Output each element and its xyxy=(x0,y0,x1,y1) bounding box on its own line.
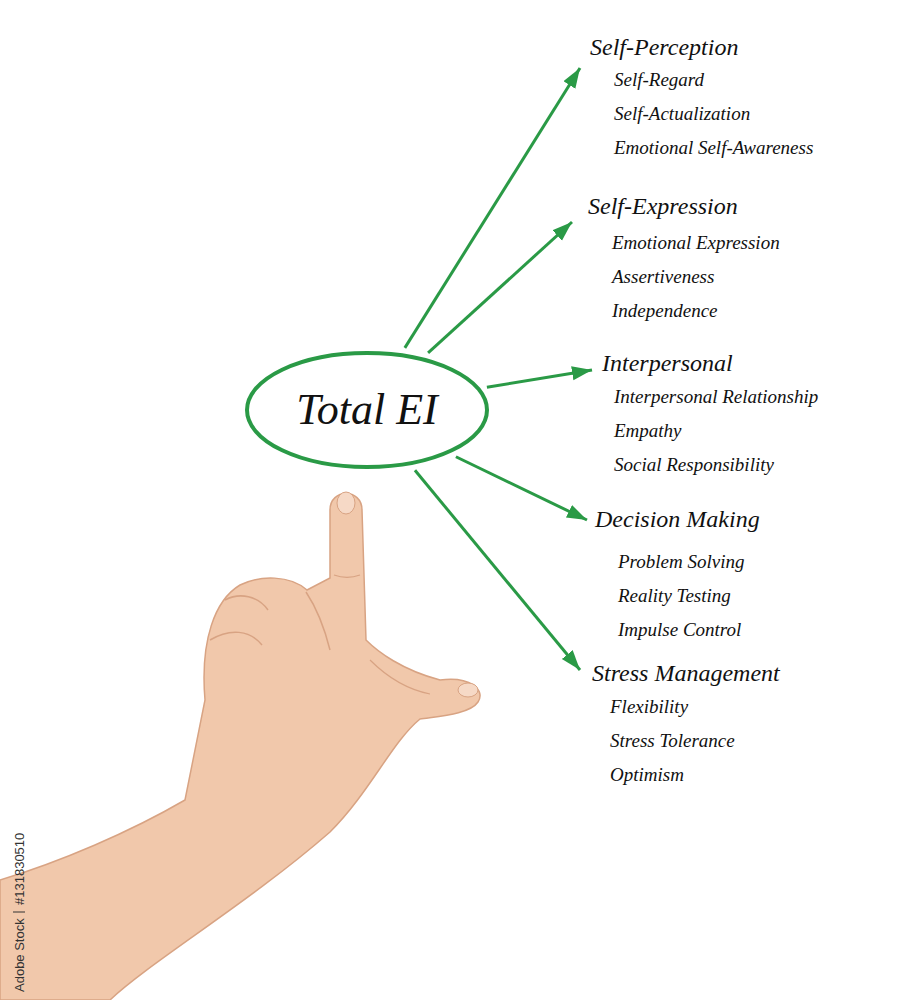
fingernail xyxy=(337,492,355,514)
category-group: InterpersonalInterpersonal RelationshipE… xyxy=(602,348,818,482)
watermark-text: Adobe Stock xyxy=(12,918,28,992)
category-item: Flexibility xyxy=(610,690,780,724)
category-item: Interpersonal Relationship xyxy=(614,380,818,414)
category-item: Stress Tolerance xyxy=(610,724,780,758)
arrow-connector xyxy=(415,470,580,670)
category-group: Self-PerceptionSelf-RegardSelf-Actualiza… xyxy=(590,32,813,165)
category-group: Decision MakingProblem SolvingReality Te… xyxy=(595,504,760,647)
center-title: Total EI xyxy=(296,384,437,436)
category-heading: Decision Making xyxy=(595,504,760,534)
category-item: Empathy xyxy=(614,414,818,448)
watermark-text: #131830510 xyxy=(12,833,28,905)
category-heading: Self-Expression xyxy=(588,191,780,221)
finger-crease xyxy=(225,596,268,610)
category-group: Stress ManagementFlexibilityStress Toler… xyxy=(592,658,780,792)
thumbnail xyxy=(458,683,478,697)
watermark-separator xyxy=(13,912,25,913)
arrow-connector xyxy=(428,222,572,353)
category-item: Assertiveness xyxy=(612,260,780,294)
finger-crease xyxy=(306,592,330,650)
center-ellipse: Total EI xyxy=(244,350,490,470)
arrow-connector xyxy=(456,457,587,520)
pointing-hand xyxy=(0,494,480,1000)
category-heading: Self-Perception xyxy=(590,32,813,62)
category-item: Independence xyxy=(612,294,780,328)
finger-crease xyxy=(334,575,360,577)
category-heading: Stress Management xyxy=(592,658,780,688)
category-item: Emotional Expression xyxy=(612,226,780,260)
arrow-connector xyxy=(487,370,592,387)
category-item: Optimism xyxy=(610,758,780,792)
category-item: Emotional Self-Awareness xyxy=(614,131,813,165)
category-item: Impulse Control xyxy=(618,613,760,647)
category-item: Self-Actualization xyxy=(614,97,813,131)
category-item: Reality Testing xyxy=(618,579,760,613)
finger-crease xyxy=(210,632,262,645)
ellipse-shape xyxy=(247,353,487,467)
category-item: Problem Solving xyxy=(618,545,760,579)
category-heading: Interpersonal xyxy=(602,348,818,378)
thumb-crease xyxy=(370,660,430,694)
category-group: Self-ExpressionEmotional ExpressionAsser… xyxy=(588,191,780,328)
arrow-connector xyxy=(405,68,580,348)
category-item: Self-Regard xyxy=(614,63,813,97)
category-item: Social Responsibility xyxy=(614,448,818,482)
